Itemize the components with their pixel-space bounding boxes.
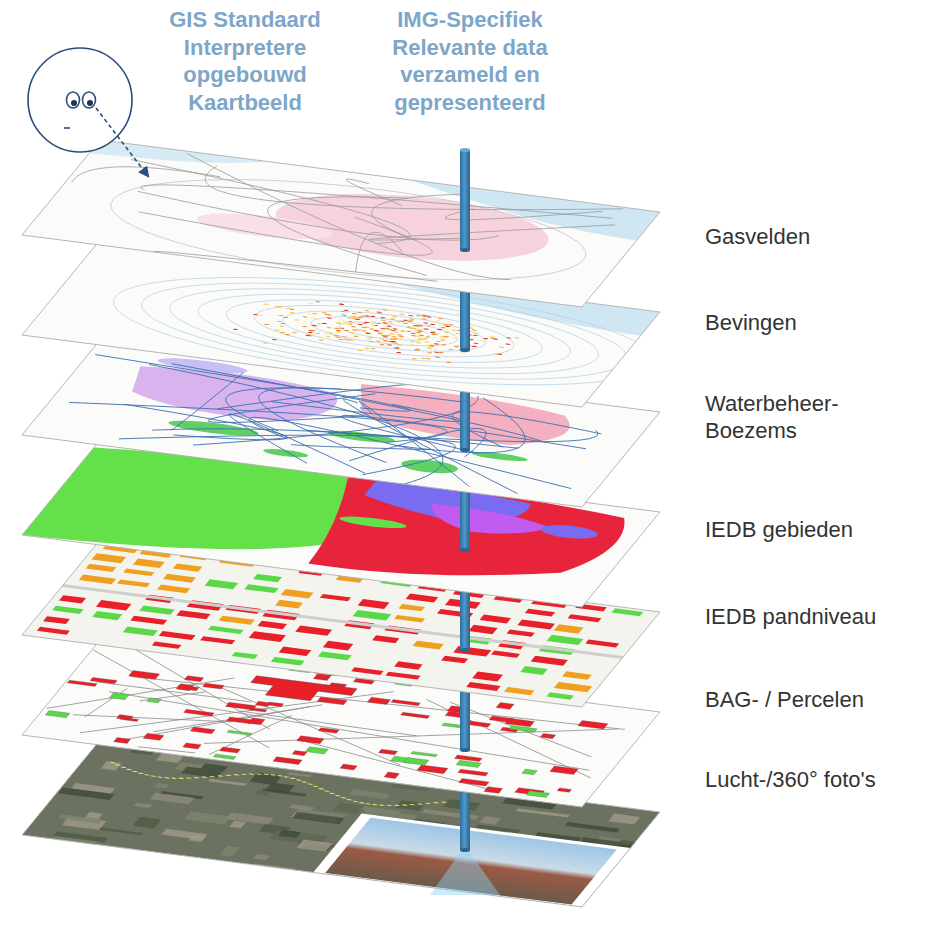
layer-label: Lucht-/360° foto's: [705, 767, 876, 794]
layer-label: Waterbeheer- Boezems: [705, 391, 865, 445]
data-pole: [460, 150, 470, 250]
layer-label: Bevingen: [705, 310, 797, 337]
layer-label: BAG- / Percelen: [705, 687, 864, 714]
layer-label: IEDB gebieden: [705, 517, 853, 544]
column-heading: GIS Standaard Interpretere opgebouwd Kaa…: [145, 6, 345, 116]
column-heading: IMG-Specifiek Relevante data verzameld e…: [363, 6, 578, 116]
viewer-face-icon: [28, 48, 148, 176]
layer-label: Gasvelden: [705, 224, 810, 251]
map-layer: [22, 140, 660, 307]
layer-label: IEDB pandniveau: [705, 604, 876, 631]
